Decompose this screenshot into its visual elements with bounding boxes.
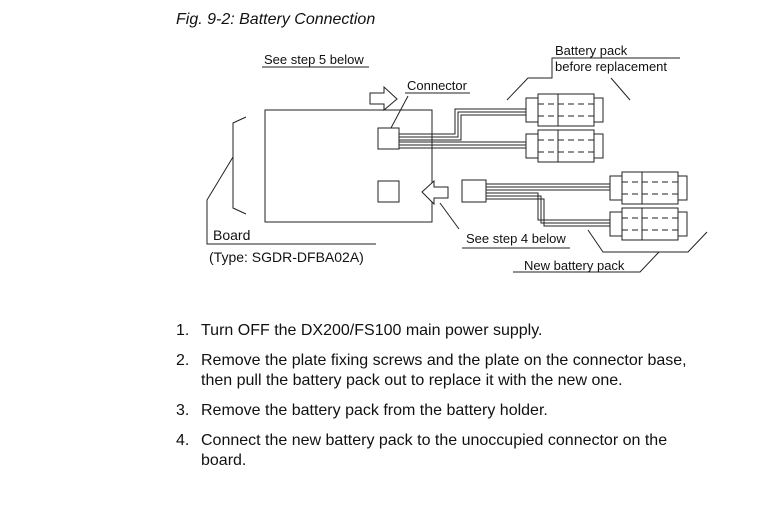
see-step4-label: See step 4 below: [466, 231, 566, 246]
board-bracket: [232, 116, 247, 215]
instruction-steps: 1. Turn OFF the DX200/FS100 main power s…: [176, 321, 736, 481]
new-battery-pack-2: [609, 207, 688, 241]
step-number: 2.: [176, 352, 190, 369]
old-battery-pack-1: [525, 93, 604, 127]
new-battery-pack-1: [609, 171, 688, 205]
step4-arrow: [421, 179, 449, 206]
step5-arrow: [369, 85, 398, 112]
see-step5-label: See step 5 below: [264, 52, 364, 67]
step-item: 3. Remove the battery pack from the batt…: [176, 401, 736, 421]
old-battery-bracket-right: [610, 77, 631, 101]
connector-upper: [377, 127, 400, 150]
board: [264, 109, 433, 223]
step-text: Remove the plate fixing screws and the p…: [201, 352, 687, 369]
new-battery-leader: [513, 251, 660, 273]
old-battery-pack-2: [525, 129, 604, 163]
step-text-continued: board.: [201, 452, 247, 469]
step4-leader: [439, 202, 460, 230]
new-battery-label: New battery pack: [524, 258, 625, 273]
step-number: 1.: [176, 322, 190, 339]
new-battery-connector: [461, 179, 487, 203]
connector-lower: [377, 180, 400, 203]
new-battery-wires: [486, 183, 610, 227]
step-number: 3.: [176, 402, 190, 419]
board-type-label: (Type: SGDR-DFBA02A): [209, 249, 364, 265]
step-item: 1. Turn OFF the DX200/FS100 main power s…: [176, 321, 736, 341]
step-text: Turn OFF the DX200/FS100 main power supp…: [201, 322, 543, 339]
connector-label: Connector: [407, 78, 468, 93]
board-leader: [206, 156, 376, 245]
battery-before-label-line1: Battery pack: [555, 43, 628, 58]
step-item: 2. Remove the plate fixing screws and th…: [176, 351, 736, 391]
figure-caption: Fig. 9-2: Battery Connection: [176, 11, 376, 28]
step-item: 4. Connect the new battery pack to the u…: [176, 431, 736, 471]
step-number: 4.: [176, 432, 190, 449]
old-battery-bracket: [506, 57, 680, 101]
step-text: Remove the battery pack from the battery…: [201, 402, 548, 419]
connector-leader: [390, 95, 409, 129]
step-text-continued: then pull the battery pack out to replac…: [201, 372, 623, 389]
step-text: Connect the new battery pack to the unoc…: [201, 432, 668, 449]
old-battery-wires: [399, 108, 526, 149]
battery-connection-diagram: See step 5 below Connector Battery pack …: [206, 43, 708, 273]
battery-before-label-line2: before replacement: [555, 59, 667, 74]
board-label: Board: [213, 227, 250, 243]
new-battery-bracket: [587, 229, 708, 253]
